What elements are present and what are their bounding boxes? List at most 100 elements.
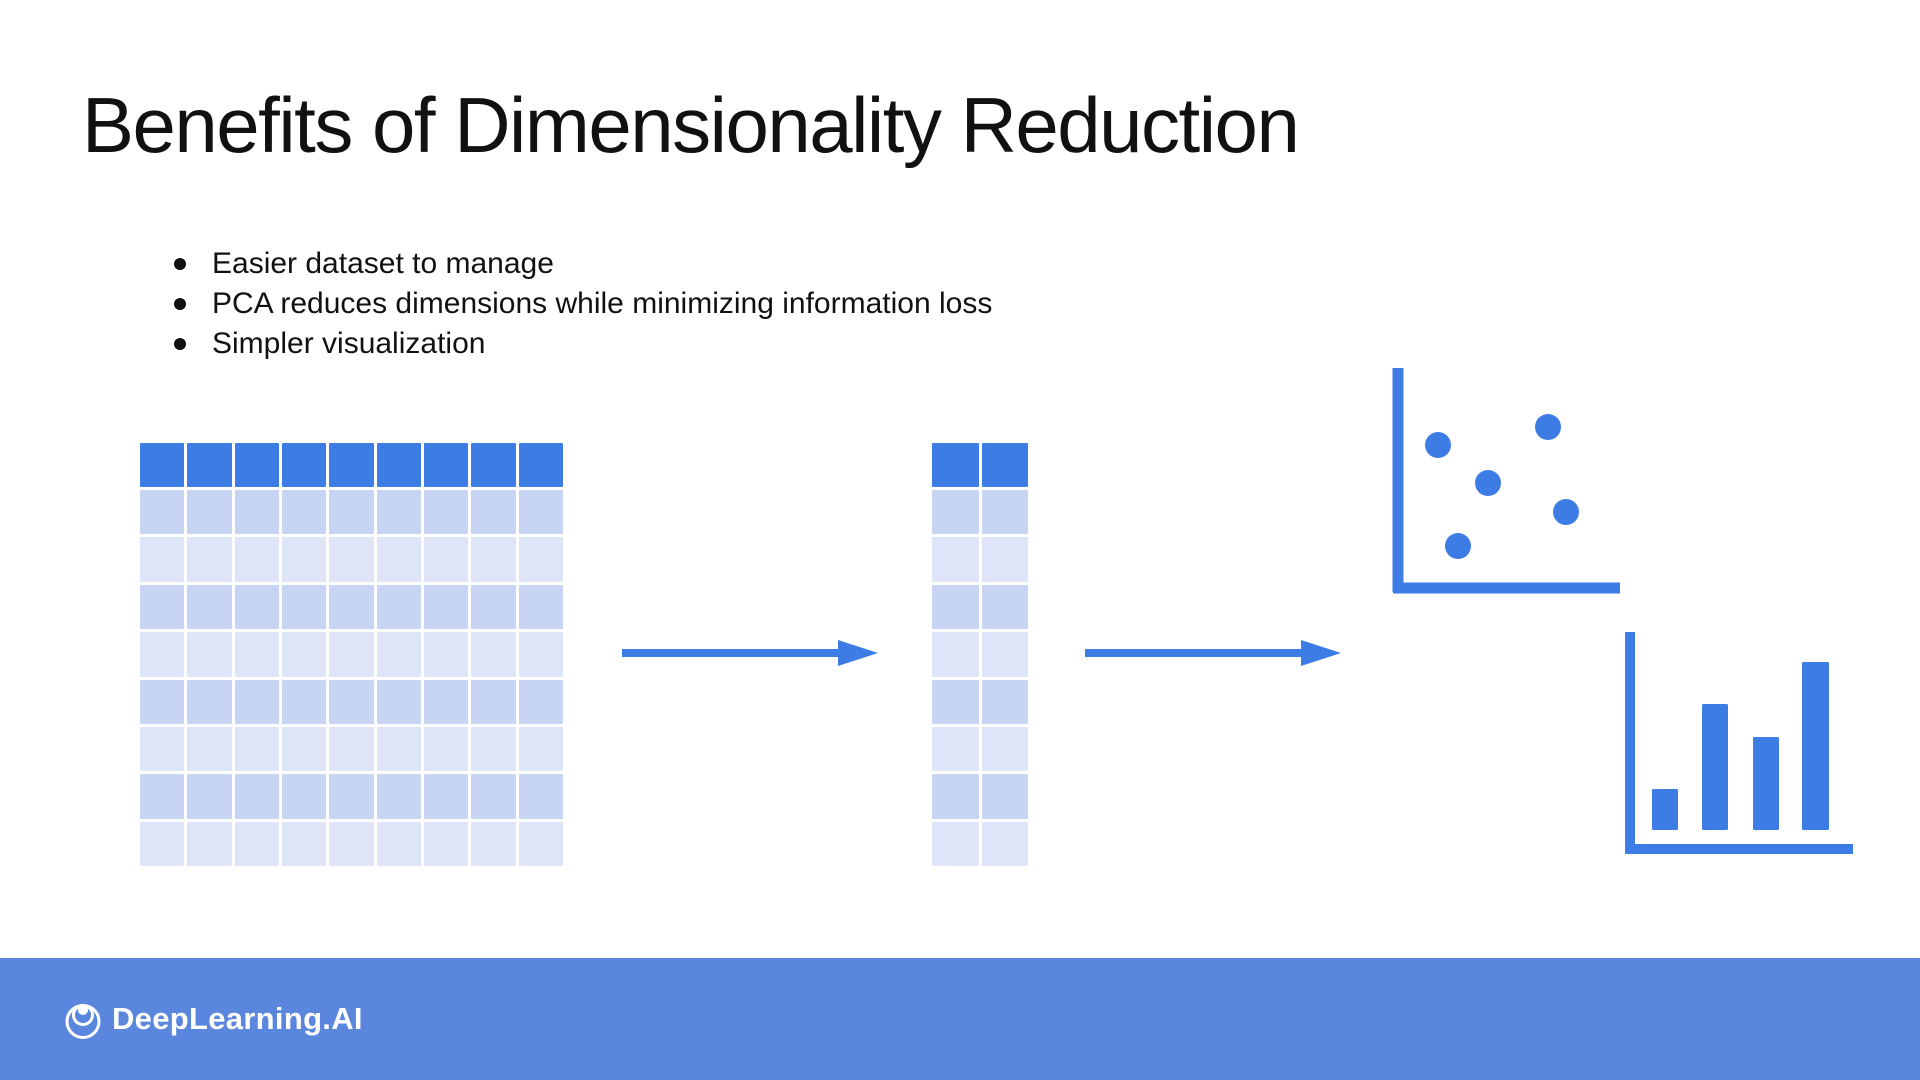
bullet-item: Easier dataset to manage [168, 244, 992, 284]
table-cell [329, 679, 374, 724]
table-cell [140, 537, 185, 582]
table-header-cell [423, 443, 469, 487]
bar-chart-icon [1625, 632, 1853, 854]
table-header-cell [329, 443, 374, 487]
table-cell [423, 537, 469, 582]
table-cell [471, 490, 516, 535]
table-cell [187, 821, 232, 866]
table-cell [329, 821, 374, 866]
scatter-plot-icon [1392, 368, 1620, 594]
table-cell [329, 537, 374, 582]
table-cell [932, 490, 979, 535]
table-cell [376, 537, 421, 582]
table-cell [932, 774, 979, 819]
table-cell [234, 537, 279, 582]
arrow-right-icon [1085, 640, 1341, 666]
table-cell [234, 490, 279, 535]
table-header-cell [981, 443, 1028, 487]
table-cell [329, 632, 374, 677]
bullet-dot-icon [174, 338, 186, 350]
table-header-cell [932, 443, 979, 487]
table-cell [376, 584, 421, 630]
table-cell [518, 726, 563, 772]
bar [1652, 789, 1678, 830]
table-cell [932, 632, 979, 677]
table-cell [281, 632, 327, 677]
bar [1753, 737, 1779, 830]
table-cell [234, 821, 279, 866]
table-cell [423, 490, 469, 535]
table-cell [234, 584, 279, 630]
scatter-point [1475, 470, 1501, 496]
bullet-list: Easier dataset to manage PCA reduces dim… [168, 244, 992, 364]
table-cell [234, 679, 279, 724]
deeplearning-logo-icon [65, 1004, 101, 1039]
dataset-grid-large [140, 443, 563, 866]
table-cell [187, 537, 232, 582]
table-cell [981, 679, 1028, 724]
table-cell [234, 726, 279, 772]
table-cell [329, 490, 374, 535]
table-cell [981, 726, 1028, 772]
table-cell [932, 584, 979, 630]
bar [1702, 704, 1728, 830]
table-cell [329, 584, 374, 630]
table-cell [140, 679, 185, 724]
bullet-item: Simpler visualization [168, 324, 992, 364]
table-cell [140, 490, 185, 535]
table-cell [376, 490, 421, 535]
table-cell [932, 726, 979, 772]
table-cell [471, 821, 516, 866]
table-cell [281, 537, 327, 582]
table-cell [187, 490, 232, 535]
table-cell [471, 774, 516, 819]
table-cell [423, 584, 469, 630]
bullet-dot-icon [174, 298, 186, 310]
arrow-right-icon [622, 640, 878, 666]
table-header-cell [518, 443, 563, 487]
table-cell [329, 726, 374, 772]
table-cell [187, 584, 232, 630]
table-cell [981, 537, 1028, 582]
table-cell [140, 632, 185, 677]
table-cell [423, 726, 469, 772]
table-cell [518, 537, 563, 582]
scatter-point [1535, 414, 1561, 440]
table-header-cell [234, 443, 279, 487]
bullet-dot-icon [174, 258, 186, 270]
slide-title: Benefits of Dimensionality Reduction [82, 81, 1300, 169]
table-cell [981, 774, 1028, 819]
table-header-cell [140, 443, 185, 487]
table-cell [981, 584, 1028, 630]
table-cell [187, 679, 232, 724]
table-cell [932, 679, 979, 724]
footer-brand-text: DeepLearning.AI [112, 1001, 363, 1036]
table-cell [471, 726, 516, 772]
footer-bar: DeepLearning.AI [0, 958, 1920, 1080]
bullet-item: PCA reduces dimensions while minimizing … [168, 284, 992, 324]
table-header-cell [376, 443, 421, 487]
table-cell [981, 490, 1028, 535]
table-cell [471, 584, 516, 630]
table-cell [471, 537, 516, 582]
table-cell [423, 632, 469, 677]
table-cell [981, 632, 1028, 677]
table-cell [281, 490, 327, 535]
table-header-cell [281, 443, 327, 487]
table-cell [471, 679, 516, 724]
table-cell [234, 774, 279, 819]
table-cell [518, 821, 563, 866]
scatter-point [1445, 533, 1471, 559]
table-cell [471, 632, 516, 677]
table-cell [376, 821, 421, 866]
table-cell [329, 774, 374, 819]
dataset-grid-reduced [932, 443, 1028, 866]
bullet-text: Simpler visualization [212, 327, 486, 360]
table-cell [518, 490, 563, 535]
table-cell [140, 726, 185, 772]
table-cell [518, 774, 563, 819]
table-cell [518, 632, 563, 677]
table-cell [932, 537, 979, 582]
table-cell [423, 821, 469, 866]
